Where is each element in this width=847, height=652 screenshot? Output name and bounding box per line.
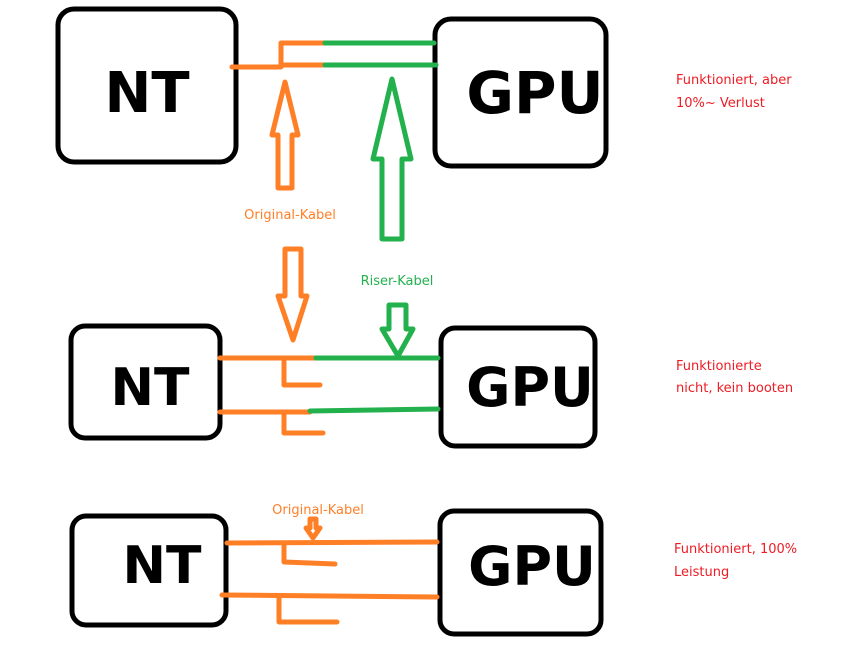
gpu-box xyxy=(437,508,604,637)
original-cable-wire xyxy=(219,592,440,600)
original-cable-wire xyxy=(229,40,328,70)
status-text-line1: Funktionierte xyxy=(676,359,762,374)
psu-label: NT xyxy=(123,536,203,596)
gpu-label: GPU xyxy=(468,535,596,598)
original-cable-wire xyxy=(224,539,440,546)
arrow-up-icon xyxy=(370,76,414,242)
original-cable-label: Original-Kabel xyxy=(272,503,364,518)
scenario-1: NT GPU Original-Kabel Funktioniert, aber… xyxy=(55,6,792,242)
arrow-down-icon xyxy=(379,302,416,359)
riser-cable-wire xyxy=(307,406,441,414)
gpu-box xyxy=(438,325,598,449)
arrow-down-icon xyxy=(275,246,310,343)
original-cable-label: Original-Kabel xyxy=(244,208,336,223)
status-text-line1: Funktioniert, 100% xyxy=(674,542,797,557)
status-text-line2: Leistung xyxy=(674,565,729,580)
riser-cable-label: Riser-Kabel xyxy=(361,274,434,289)
gpu-box xyxy=(432,16,609,169)
arrow-down-icon xyxy=(303,516,323,541)
psu-label: NT xyxy=(111,358,191,418)
scenario-2: Riser-Kabel NT GPU Funktionierte nicht, … xyxy=(68,246,793,449)
scenario-3: Original-Kabel NT GPU Funktioniert, 100%… xyxy=(69,503,797,637)
status-text-line1: Funktioniert, aber xyxy=(676,73,792,88)
original-cable-stub xyxy=(281,542,338,567)
psu-box xyxy=(55,6,239,165)
gpu-label: GPU xyxy=(466,356,594,419)
gpu-label: GPU xyxy=(466,59,603,127)
original-cable-stub xyxy=(281,411,326,436)
status-text-line2: 10%~ Verlust xyxy=(676,96,765,111)
arrow-up-icon xyxy=(269,79,301,191)
original-cable-stub xyxy=(276,593,340,625)
psu-label: NT xyxy=(104,61,189,126)
psu-box xyxy=(68,323,223,441)
status-text-line2: nicht, kein booten xyxy=(676,381,793,396)
original-cable-stub xyxy=(281,357,323,388)
psu-box xyxy=(69,513,229,628)
